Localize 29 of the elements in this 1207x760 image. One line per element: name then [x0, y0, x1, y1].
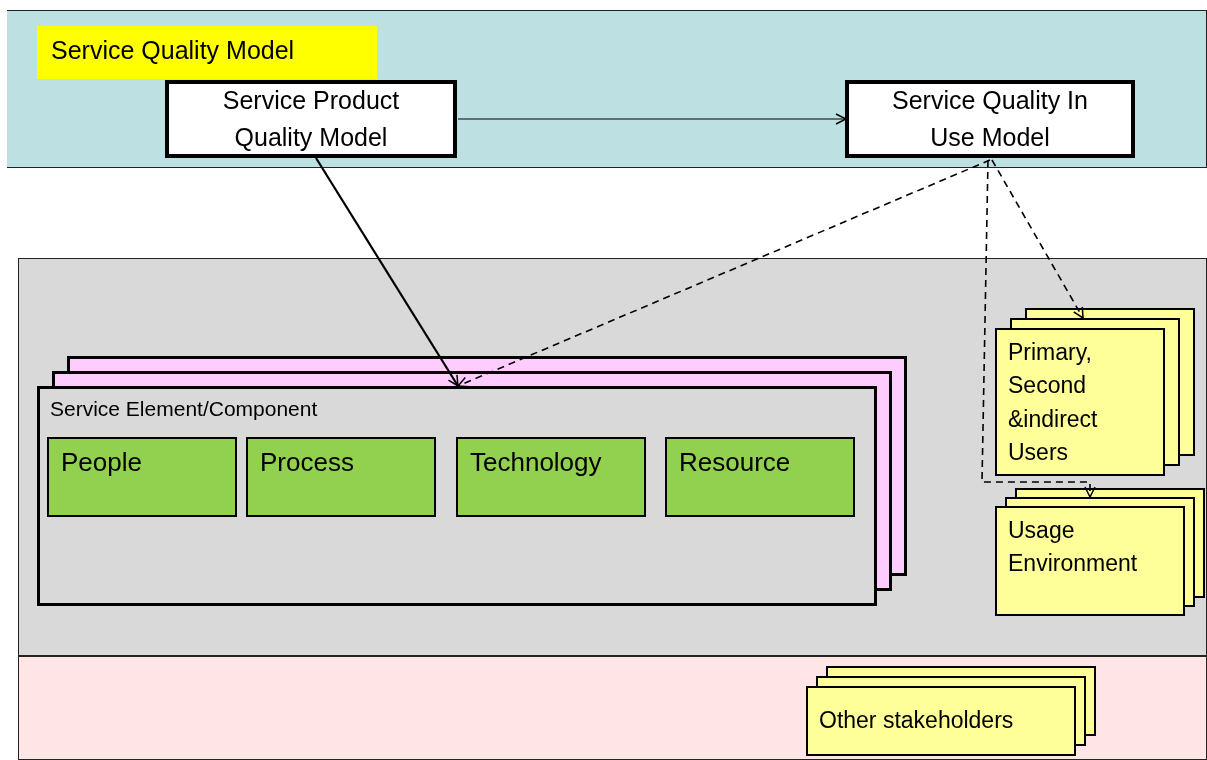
- group-title: Service Element/Component: [50, 396, 319, 422]
- component-label: Technology: [470, 447, 602, 478]
- model-label: Service Product Quality Model: [221, 84, 401, 153]
- arrow: [457, 159, 991, 388]
- arrow: [991, 159, 1084, 319]
- stacked-card: [995, 488, 1205, 616]
- model-band: [7, 10, 1207, 168]
- arrow: [981, 159, 1096, 498]
- stacked-card: [806, 666, 1096, 756]
- card-label: Usage Environment: [1008, 516, 1139, 579]
- model-label: Service Quality In Use Model: [891, 84, 1089, 153]
- component-box: [456, 437, 646, 517]
- arrow: [315, 157, 459, 387]
- arrow: [457, 113, 847, 125]
- component-box: [246, 437, 436, 517]
- band-background: [18, 656, 1207, 760]
- component-label: People: [61, 447, 142, 478]
- component-label: Resource: [679, 447, 791, 478]
- card-label: Other stakeholders: [819, 706, 1014, 735]
- component-box: [665, 437, 855, 517]
- component-box: [47, 437, 237, 517]
- model-box: [165, 80, 457, 158]
- band-background: [18, 258, 1207, 656]
- stacked-card: [995, 308, 1195, 476]
- component-label: Process: [260, 447, 354, 478]
- model-box: [845, 80, 1135, 158]
- band-title: Service Quality Model: [37, 26, 377, 79]
- stacked-card: [37, 356, 907, 606]
- card-label: Primary, Second &indirect Users: [1008, 338, 1099, 468]
